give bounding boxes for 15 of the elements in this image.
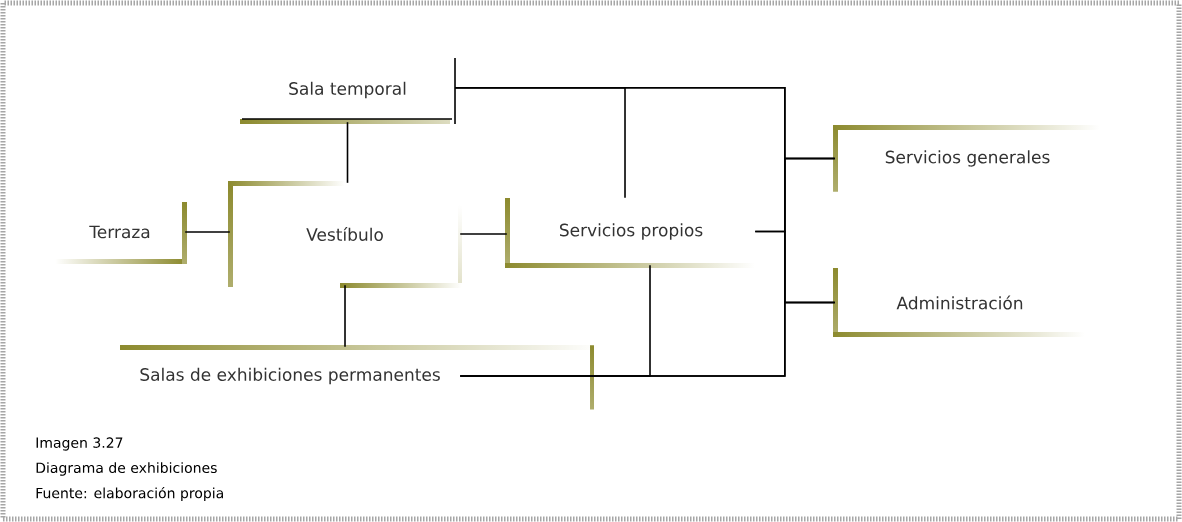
caption-line: Imagen 3.27 (36, 437, 123, 451)
area-label: Servicios propios (559, 223, 703, 240)
area-label: Vestíbulo (306, 227, 383, 241)
connector-line (344, 284, 346, 348)
caption-line: Fuente: elaboración propia (36, 486, 223, 502)
caption-line: Diagrama de exhibiciones (36, 462, 217, 476)
area-label: Salas de exhibiciones permanentes (140, 367, 440, 385)
connector-line (459, 233, 508, 235)
connector-line (346, 121, 349, 184)
connector-line (459, 301, 836, 377)
area-label: Servicios generales (885, 150, 1050, 167)
area-label: Administración (896, 295, 1023, 310)
area-label: Terraza (89, 225, 150, 239)
connector-line (184, 231, 231, 233)
area-label: Sala temporal (241, 57, 456, 125)
